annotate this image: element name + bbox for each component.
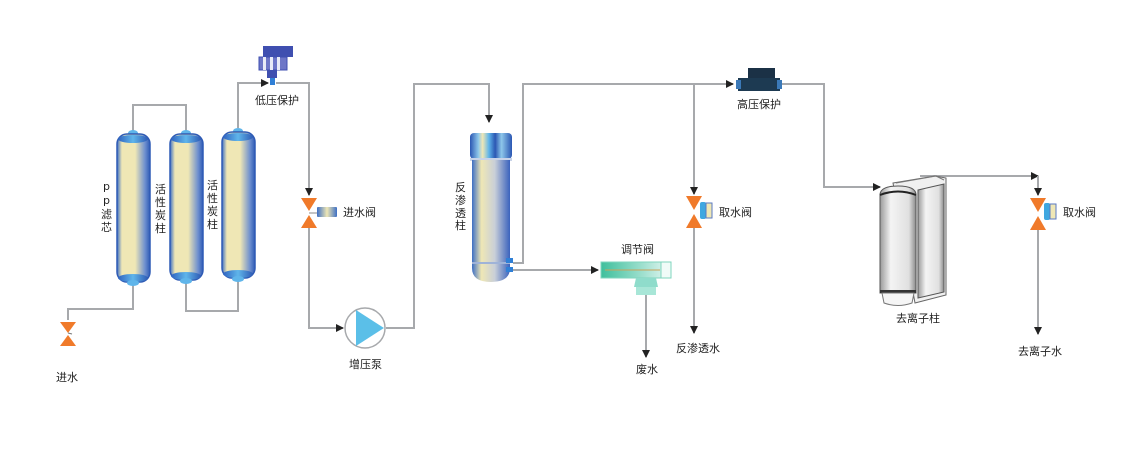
pipe-lowpressure-to-inletvalve (276, 82, 313, 196)
svg-text:活: 活 (207, 179, 218, 192)
pipes (67, 79, 1042, 358)
pipe-inlet-to-pp (67, 280, 134, 320)
svg-text:性: 性 (155, 195, 166, 209)
svg-text:滤: 滤 (101, 208, 112, 221)
svg-text:柱: 柱 (207, 217, 218, 231)
pipe-carbon1-to-carbon2 (185, 280, 239, 312)
svg-text:透: 透 (455, 207, 466, 220)
label-high-pressure: 高压保护 (737, 97, 781, 111)
label-take-valve-1: 取水阀 (719, 205, 752, 219)
pipe-pump-to-ro (386, 83, 493, 329)
ro-membrane-column (470, 133, 513, 282)
pipe-carbon2-to-lowpressure (237, 79, 269, 128)
svg-text:反: 反 (455, 181, 466, 194)
carbon-column-2 (221, 128, 256, 282)
label-inlet-valve: 进水阀 (343, 205, 376, 219)
take-valve-2-icon[interactable] (1030, 198, 1057, 230)
regulating-valve-icon[interactable] (600, 261, 672, 295)
label-waste-water: 废水 (636, 362, 658, 376)
label-inlet: 进水 (56, 371, 78, 384)
svg-text:活: 活 (155, 183, 166, 196)
label-ro-water: 反渗透水 (676, 341, 720, 355)
pipe-highpressure-to-deion (780, 83, 881, 191)
label-booster-pump: 增压泵 (349, 357, 382, 371)
svg-text:p: p (103, 194, 110, 207)
low-pressure-switch-icon (258, 46, 293, 85)
take-valve-1-icon[interactable] (686, 196, 713, 228)
svg-text:渗: 渗 (455, 193, 466, 207)
label-carbon-2: 活 性 炭 柱 (207, 179, 218, 231)
label-take-valve-2: 取水阀 (1063, 205, 1096, 219)
label-ro-column: 反 渗 透 柱 (455, 181, 466, 232)
deionization-column (879, 175, 947, 306)
svg-text:p: p (103, 180, 110, 193)
svg-text:性: 性 (207, 191, 218, 205)
label-low-pressure: 低压保护 (255, 93, 299, 107)
booster-pump-icon (344, 307, 386, 349)
label-pp-filter: p p 滤 芯 (101, 180, 112, 234)
inlet-valve-icon[interactable] (60, 322, 76, 346)
label-regulating-valve: 调节阀 (621, 242, 654, 256)
label-deion-water: 去离子水 (1018, 344, 1062, 358)
svg-text:炭: 炭 (155, 209, 166, 222)
svg-text:炭: 炭 (207, 205, 218, 218)
carbon-column-1 (169, 130, 204, 284)
pp-filter-column (116, 130, 151, 286)
inlet-solenoid-valve-icon[interactable] (301, 198, 337, 228)
label-deion-column: 去离子柱 (896, 311, 940, 325)
pipe-pp-to-carbon1 (132, 104, 187, 131)
svg-text:芯: 芯 (101, 220, 112, 234)
label-carbon-1: 活 性 炭 柱 (155, 183, 166, 235)
svg-text:柱: 柱 (155, 221, 166, 235)
high-pressure-switch-icon (736, 68, 782, 91)
pipe-inletvalve-to-pump (308, 227, 344, 332)
pipe-ro-permeate (513, 80, 734, 264)
svg-text:柱: 柱 (455, 218, 466, 232)
